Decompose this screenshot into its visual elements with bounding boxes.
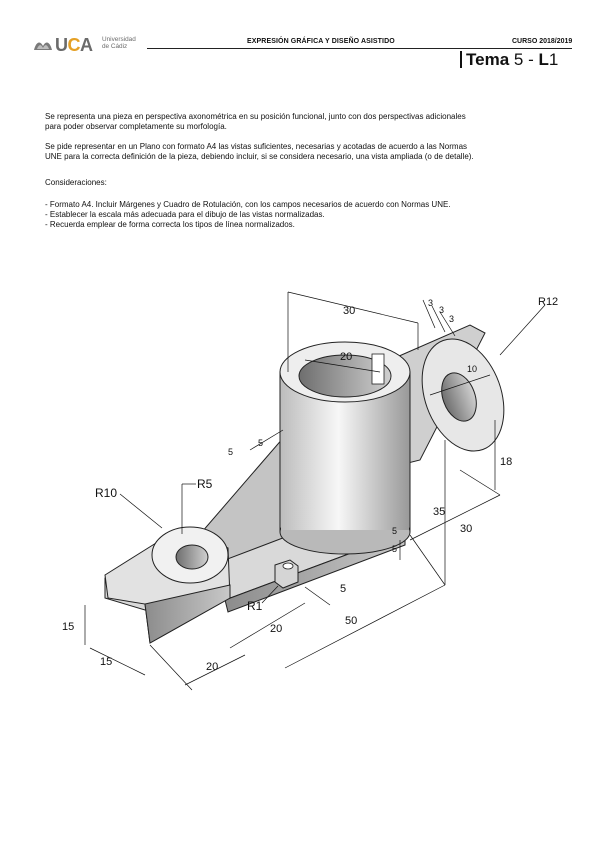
dim-label: 5: [228, 447, 233, 457]
dim-label: R5: [197, 477, 213, 491]
dim-label: 15: [62, 621, 74, 633]
uca-emblem-icon: [34, 42, 52, 50]
fork-end: [104, 526, 231, 644]
dim-label: 20: [270, 623, 282, 635]
small-block: [274, 559, 299, 589]
dim-label: 18: [500, 456, 512, 468]
dim-label: 10: [467, 364, 477, 374]
dim-label: 3: [439, 305, 444, 315]
list-item: - Establecer la escala más adecuada para…: [45, 210, 325, 219]
dimension-lines: [84, 291, 546, 691]
dim-label: 20: [206, 661, 218, 673]
tema-bar: [460, 51, 462, 68]
subject-title: EXPRESIÓN GRÁFICA Y DISEÑO ASISTIDO: [247, 38, 395, 45]
dim-label: 30: [460, 523, 472, 535]
dim-label: 5: [392, 526, 397, 536]
main-cylinder: [279, 341, 411, 555]
dim-label: 50: [345, 615, 357, 627]
course-year: CURSO 2018/2019: [512, 38, 573, 45]
intro-paragraph: Se representa una pieza en perspectiva a…: [45, 112, 466, 131]
dimension-labels: 30 20 3 3 3 R12 10 18 35 30 5 5 5 5 R10 …: [62, 296, 558, 673]
dim-label: 15: [100, 656, 112, 668]
tema-label: Tema 5 - L1: [466, 50, 559, 69]
dim-label: 5: [392, 544, 397, 554]
logo-text: UCA: [55, 35, 93, 55]
dim-label: R12: [538, 296, 558, 308]
dim-label: 3: [428, 298, 433, 308]
considerations-title: Consideraciones:: [45, 178, 107, 187]
dim-label: R1: [247, 599, 263, 613]
university-name: Universidad de Cádiz: [102, 36, 136, 50]
dim-label: 35: [433, 506, 445, 518]
dim-label: 5: [258, 438, 263, 448]
list-item: - Formato A4. Incluir Márgenes y Cuadro …: [45, 200, 451, 209]
list-item: - Recuerda emplear de forma correcta los…: [45, 220, 295, 229]
dim-label: 30: [343, 305, 355, 317]
task-paragraph: Se pide representar en un Plano con form…: [45, 142, 474, 161]
considerations-list: - Formato A4. Incluir Márgenes y Cuadro …: [45, 200, 590, 230]
dim-label: R10: [95, 486, 117, 500]
header-rule: [147, 48, 572, 49]
dim-label: 5: [340, 583, 346, 595]
uca-logo: UCA Universidad de Cádiz: [32, 34, 147, 56]
dim-label: 20: [340, 351, 352, 363]
dim-label: 3: [449, 314, 454, 324]
isometric-drawing: 30 20 3 3 3 R12 10 18 35 30 5 5 5 5 R10 …: [30, 255, 575, 700]
